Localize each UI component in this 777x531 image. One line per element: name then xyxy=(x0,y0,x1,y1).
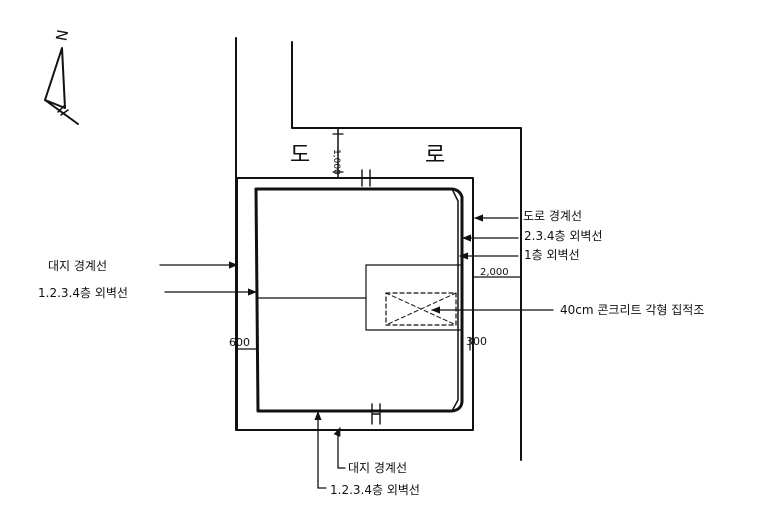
label-concrete: 40cm 콘크리트 각형 집적조 xyxy=(560,303,704,317)
dim-left-offset: 600 xyxy=(229,336,250,349)
road-setback-dim: 1,000 xyxy=(331,149,341,175)
label-road-boundary: 도로 경계선 xyxy=(523,209,582,223)
outer-wall-rect xyxy=(254,187,464,413)
label-outer-wall-1234-left: 1.2.3.4층 외벽선 xyxy=(38,286,128,300)
road-char-right: 로 xyxy=(425,143,445,168)
north-label: N xyxy=(52,28,72,42)
label-outer-wall-234: 2.3.4층 외벽선 xyxy=(524,229,603,243)
label-site-boundary-bottom: 대지 경계선 xyxy=(348,461,407,475)
road-lines xyxy=(235,37,522,461)
dim-right-small: 300 xyxy=(466,335,487,348)
concrete-footing xyxy=(385,292,457,326)
inner-structure xyxy=(257,264,461,331)
road-char-left: 도 xyxy=(290,143,310,168)
label-site-boundary-left: 대지 경계선 xyxy=(48,259,107,273)
site-boundary-rect xyxy=(236,177,474,431)
north-arrow: N xyxy=(44,28,79,125)
dim-right-offset: 2,000 xyxy=(480,267,509,278)
label-outer-wall-1-right: 1층 외벽선 xyxy=(524,248,580,262)
label-outer-wall-1234-bottom: 1.2.3.4층 외벽선 xyxy=(330,483,420,497)
